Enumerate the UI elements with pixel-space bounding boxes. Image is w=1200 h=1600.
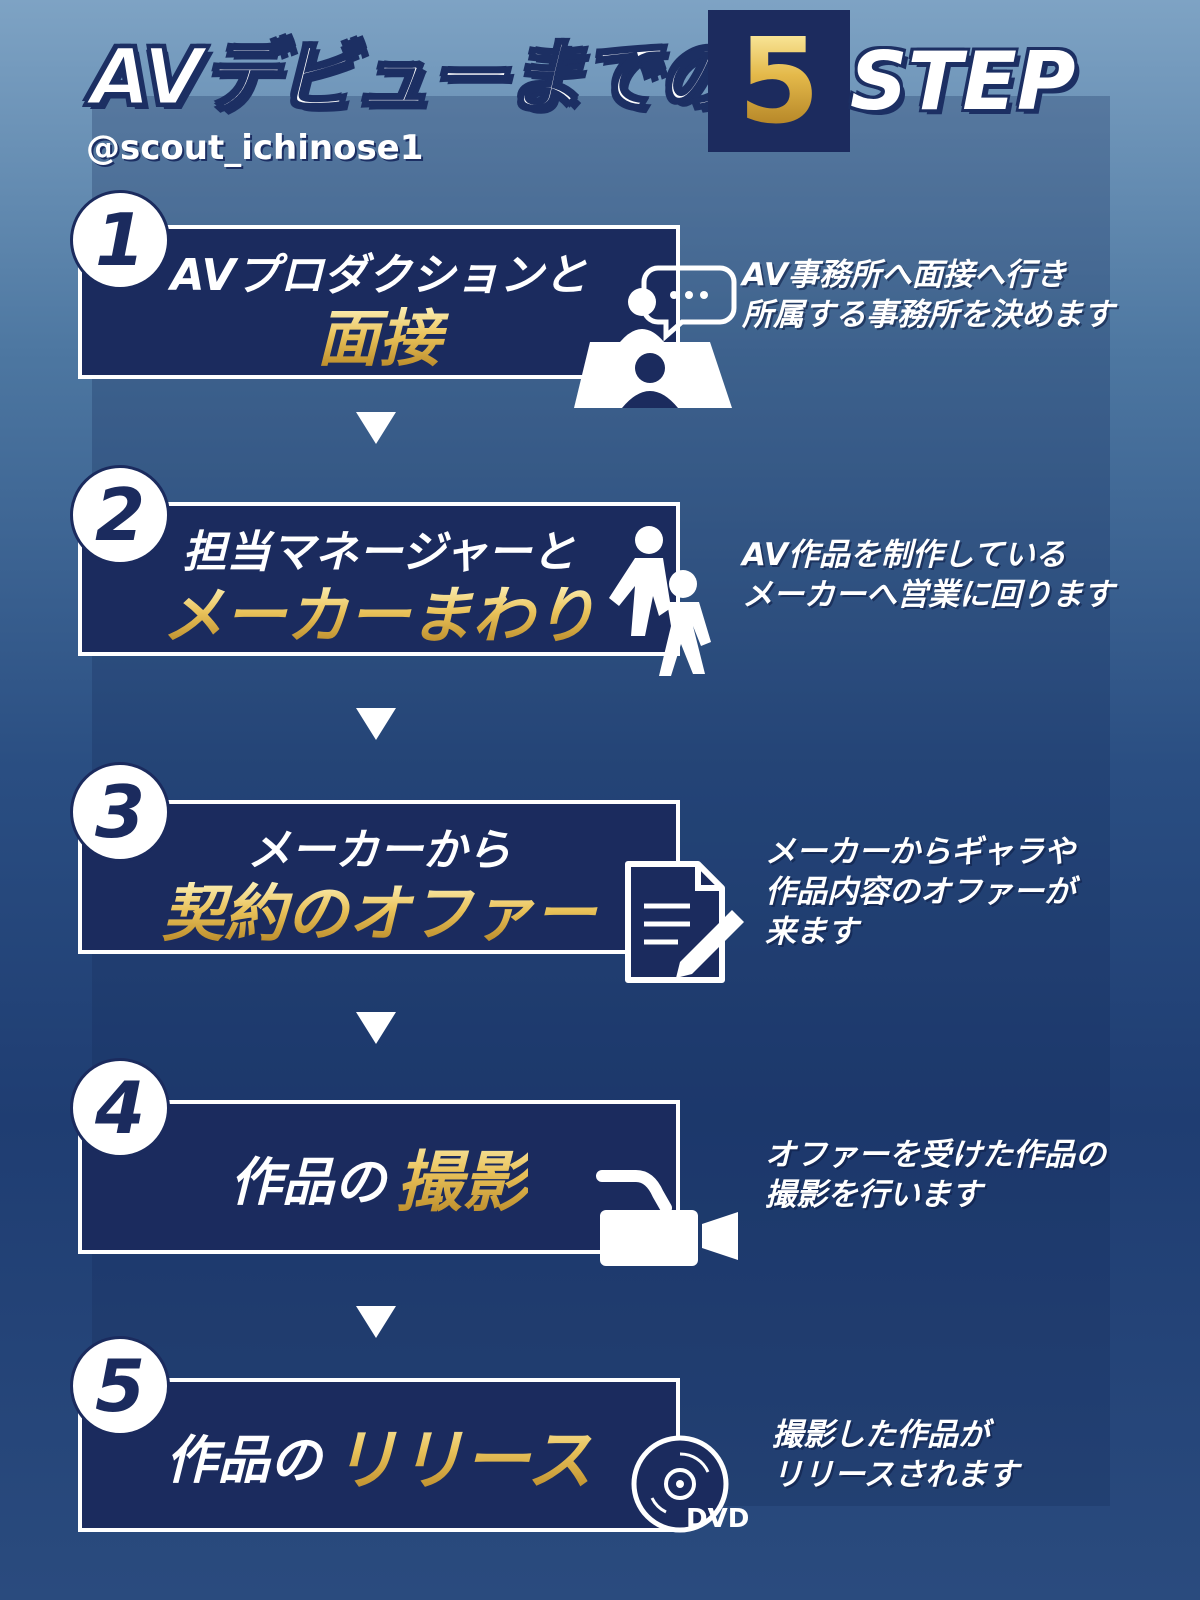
title-number-box: 5 xyxy=(708,10,850,152)
title-banner: AVデビューまでの 5 STEP xyxy=(80,10,1180,160)
contract-document-icon xyxy=(625,861,744,983)
dvd-label: DVD xyxy=(686,1504,750,1534)
step-3-line1: メーカーから xyxy=(247,825,511,876)
title-step: STEP xyxy=(850,35,1076,128)
disc-icon xyxy=(631,1435,729,1533)
step-1-line1: AVプロダクションと xyxy=(170,250,588,301)
account-handle: @scout_ichinose1 xyxy=(86,128,424,168)
step-2-number: 2 xyxy=(70,465,170,565)
step-1-line2: 面接 xyxy=(82,303,676,375)
step-3-description-line: 作品内容のオファーが xyxy=(765,874,1075,910)
step-2-description: AV作品を制作している メーカーへ営業に回ります xyxy=(742,535,1142,615)
down-arrow-icon xyxy=(356,412,396,444)
step-5-description: 撮影した作品が リリースされます xyxy=(772,1415,1172,1495)
step-2-description-line: AV作品を制作している xyxy=(742,537,1066,573)
step-3-description: メーカーからギャラや 作品内容のオファーが 来ます xyxy=(765,832,1165,952)
step-1-box: AVプロダクションと 面接 xyxy=(78,225,680,379)
step-1-description: AV事務所へ面接へ行き 所属する事務所を決めます xyxy=(742,255,1142,335)
step-4-heading: 作品の 撮影 xyxy=(82,1104,676,1250)
down-arrow-icon xyxy=(356,1012,396,1044)
step-1-description-line: 所属する事務所を決めます xyxy=(742,297,1114,333)
step-5-box: 作品の リリース xyxy=(78,1378,680,1532)
interview-icon xyxy=(574,265,737,408)
step-5-number: 5 xyxy=(70,1336,170,1436)
step-2-box: 担当マネージャーと メーカーまわり xyxy=(78,502,680,656)
step-5-line1: 作品の xyxy=(165,1430,322,1491)
video-camera-icon xyxy=(596,1170,738,1266)
step-4-line1: 作品の xyxy=(229,1152,386,1213)
step-4-description-line: オファーを受けた作品の xyxy=(765,1137,1106,1173)
step-4-number: 4 xyxy=(70,1058,170,1158)
step-3-line2: 契約のオファー xyxy=(82,878,676,950)
title-number: 5 xyxy=(737,12,821,150)
step-2-line1: 担当マネージャーと xyxy=(182,527,576,578)
title-main: AVデビューまでの xyxy=(88,32,736,125)
step-5-description-line: 撮影した作品が xyxy=(772,1417,989,1453)
step-3-description-line: メーカーからギャラや xyxy=(765,834,1075,870)
step-1-description-line: AV事務所へ面接へ行き xyxy=(742,257,1067,293)
step-2-description-line: メーカーへ営業に回ります xyxy=(742,577,1114,613)
step-4-line2: 撮影 xyxy=(396,1129,528,1225)
step-3-description-line: 来ます xyxy=(765,914,858,950)
down-arrow-icon xyxy=(356,708,396,740)
step-5-heading: 作品の リリース xyxy=(82,1382,676,1528)
manager-walking-icon xyxy=(609,526,711,676)
step-5-description-line: リリースされます xyxy=(772,1457,1019,1493)
dvd-icon: DVD xyxy=(628,1432,750,1572)
step-4-description-line: 撮影を行います xyxy=(765,1177,982,1213)
step-4-description: オファーを受けた作品の 撮影を行います xyxy=(765,1135,1165,1215)
step-2-line2: メーカーまわり xyxy=(82,580,676,652)
step-3-number: 3 xyxy=(70,762,170,862)
step-4-box: 作品の 撮影 xyxy=(78,1100,680,1254)
down-arrow-icon xyxy=(356,1306,396,1338)
step-5-line2: リリース xyxy=(332,1407,593,1503)
step-1-number: 1 xyxy=(70,190,170,290)
step-3-box: メーカーから 契約のオファー xyxy=(78,800,680,954)
